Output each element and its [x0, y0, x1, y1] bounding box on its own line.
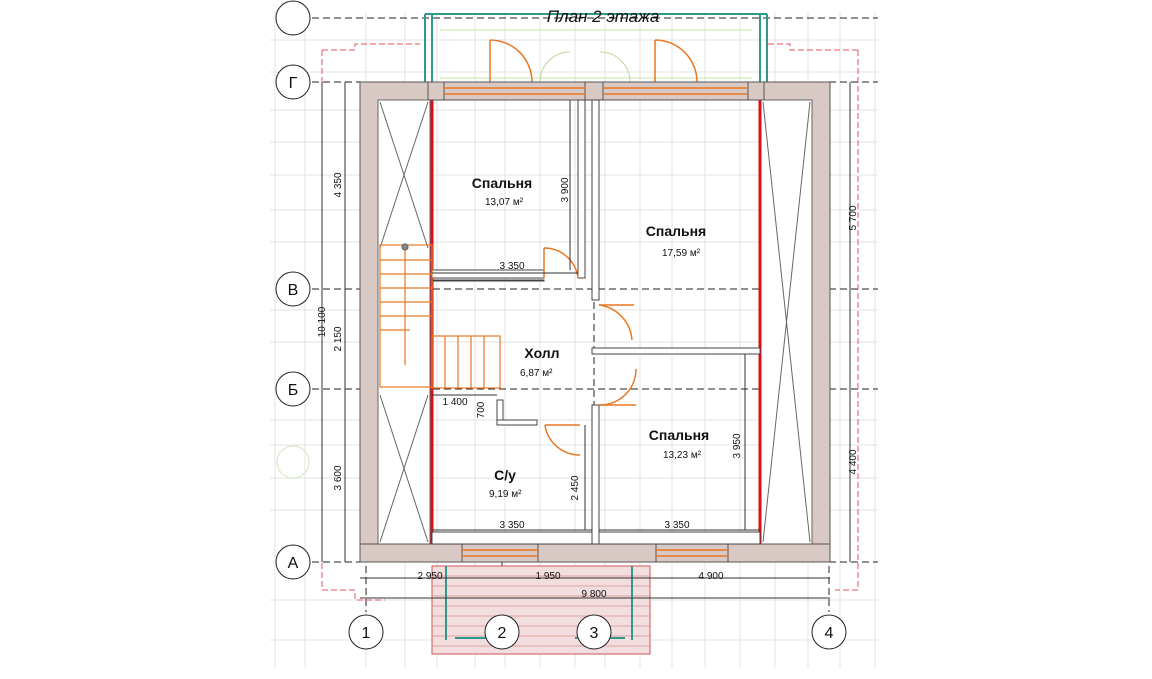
room-name: Спальня: [472, 175, 532, 191]
room-name: С/у: [494, 467, 516, 483]
area-unit: м²: [690, 248, 701, 259]
area-unit: м²: [542, 368, 553, 379]
room-area-value: 13,23: [663, 450, 688, 461]
dim-left-3: 3 600: [333, 465, 344, 490]
plan-title: План 2 этажа: [547, 7, 660, 26]
room-hall: Холл 6,87 м²: [520, 345, 560, 379]
axis-label-b: Б: [288, 382, 299, 399]
room-area-value: 6,87: [520, 368, 540, 379]
room-area: 6,87 м²: [520, 368, 553, 379]
balcony-door-ghost: [539, 51, 631, 83]
balcony-doors: [489, 39, 698, 83]
room-area-value: 13,07: [485, 197, 510, 208]
dim-bottom-2: 1 950: [535, 571, 560, 582]
area-unit: м²: [513, 197, 524, 208]
axis-label-v: В: [288, 282, 299, 299]
dimension-labels: 10 100 4 350 2 150 3 600 5 700 4 400 2 9…: [317, 172, 859, 600]
dim-left-total: 10 100: [317, 306, 328, 337]
dim-bottom-1: 2 950: [417, 571, 442, 582]
room-bedroom-1: Спальня 13,07 м²: [472, 175, 532, 208]
dim-inner-1: 3 350: [499, 261, 524, 272]
room-bathroom: С/у 9,19 м²: [489, 467, 522, 500]
dimension-lines: [321, 82, 851, 599]
axis-label-2: 2: [498, 625, 507, 642]
dim-inner-6: 3 950: [732, 433, 743, 458]
dim-inner-8: 3 350: [664, 520, 689, 531]
room-name: Спальня: [649, 427, 709, 443]
axis-label-4: 4: [825, 625, 834, 642]
room-name: Спальня: [646, 223, 706, 239]
dim-inner-4: 700: [476, 401, 487, 418]
room-bedroom-2: Спальня 17,59 м²: [646, 223, 706, 259]
dim-left-2: 2 150: [333, 326, 344, 351]
staircase: [379, 243, 501, 389]
room-area: 13,23 м²: [663, 450, 702, 461]
room-bedroom-3: Спальня 13,23 м²: [649, 427, 709, 461]
axis-markers: [275, 0, 847, 650]
dim-inner-5: 2 450: [570, 475, 581, 500]
dim-bottom-total: 9 800: [581, 589, 606, 600]
room-area: 17,59 м²: [662, 248, 701, 259]
axis-label-3: 3: [590, 625, 599, 642]
room-area: 13,07 м²: [485, 197, 524, 208]
axis-label-g: Г: [289, 75, 298, 92]
balcony: [424, 13, 768, 82]
dim-bottom-3: 4 900: [698, 571, 723, 582]
room-name: Холл: [524, 345, 559, 361]
area-unit: м²: [511, 489, 522, 500]
windows: [444, 87, 748, 557]
side-galleries: [377, 99, 813, 545]
dim-right-2: 4 400: [848, 449, 859, 474]
dim-left-1: 4 350: [333, 172, 344, 197]
wall-posts: [359, 81, 831, 563]
interior-walls: [431, 99, 761, 545]
dim-inner-7: 3 350: [499, 520, 524, 531]
room-area-value: 9,19: [489, 489, 509, 500]
room-area: 9,19 м²: [489, 489, 522, 500]
axis-labels: Г В Б А 1 2 3 4: [288, 75, 834, 642]
ghost-circle: [276, 445, 310, 479]
area-unit: м²: [691, 450, 702, 461]
axis-label-1: 1: [362, 625, 371, 642]
dim-inner-2: 3 900: [560, 177, 571, 202]
axis-label-a: А: [288, 555, 299, 572]
dim-right-1: 5 700: [848, 205, 859, 230]
bracing-lines: [379, 101, 811, 543]
dim-inner-3: 1 400: [442, 397, 467, 408]
balcony-hatch: [440, 29, 752, 79]
room-area-value: 17,59: [662, 248, 687, 259]
